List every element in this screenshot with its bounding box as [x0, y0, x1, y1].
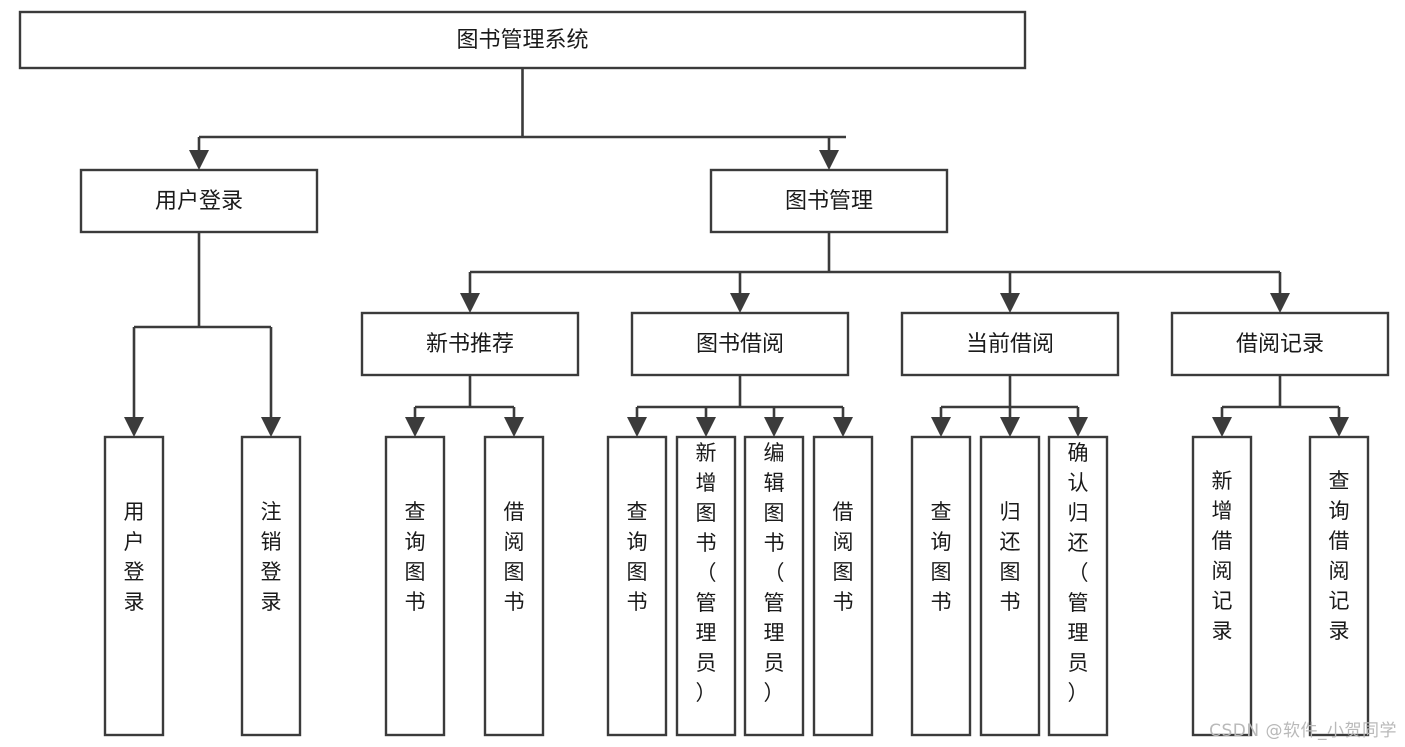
- node-user-login-box[interactable]: [79, 168, 319, 234]
- node-leaf-edit-book[interactable]: 编辑图书（管理员）: [743, 435, 805, 737]
- node-leaf-borrow-book-2-label: 借阅图书: [833, 500, 854, 614]
- arrowhead-leaf-user-login: [124, 417, 144, 437]
- arrowhead-leaf-user-logout: [261, 417, 281, 437]
- node-leaf-add-book-label: 新增图书（管理员）: [696, 441, 717, 705]
- node-user-login-label: 用户登录: [155, 189, 243, 214]
- arrowhead-borrow-record: [1270, 293, 1290, 313]
- node-leaf-query-book-2-box[interactable]: [606, 435, 668, 737]
- node-leaf-query-book-2-label: 查询图书: [627, 500, 648, 614]
- connector-layer: [124, 68, 1349, 437]
- node-book-borrow-box[interactable]: [630, 311, 850, 377]
- node-leaf-add-record-box[interactable]: [1191, 435, 1253, 737]
- node-leaf-edit-book-box[interactable]: [743, 435, 805, 737]
- node-leaf-user-logout[interactable]: 注销登录: [240, 435, 302, 737]
- node-leaf-borrow-book-2[interactable]: 借阅图书: [812, 435, 874, 737]
- node-book-borrow[interactable]: 图书借阅: [630, 311, 850, 377]
- node-current-borrow[interactable]: 当前借阅: [900, 311, 1120, 377]
- arrowhead-leaf-query-book-2: [627, 417, 647, 437]
- node-leaf-user-login[interactable]: 用户登录: [103, 435, 165, 737]
- node-leaf-query-record-label: 查询借阅记录: [1329, 469, 1350, 643]
- arrowhead-leaf-return-book: [1000, 417, 1020, 437]
- node-leaf-user-login-box[interactable]: [103, 435, 165, 737]
- node-current-borrow-box[interactable]: [900, 311, 1120, 377]
- arrowhead-leaf-add-record: [1212, 417, 1232, 437]
- arrowhead-leaf-add-book: [696, 417, 716, 437]
- node-borrow-record-box[interactable]: [1170, 311, 1390, 377]
- node-leaf-query-book-1-box[interactable]: [384, 435, 446, 737]
- node-leaf-user-login-label: 用户登录: [124, 500, 145, 614]
- arrowhead-leaf-confirm-return: [1068, 417, 1088, 437]
- node-leaf-return-book-label: 归还图书: [1000, 500, 1021, 614]
- arrowhead-new-book-recommend: [460, 293, 480, 313]
- arrowhead-leaf-edit-book: [764, 417, 784, 437]
- node-leaf-borrow-book-2-box[interactable]: [812, 435, 874, 737]
- node-borrow-record[interactable]: 借阅记录: [1170, 311, 1390, 377]
- node-leaf-borrow-book-1[interactable]: 借阅图书: [483, 435, 545, 737]
- node-leaf-add-book[interactable]: 新增图书（管理员）: [675, 435, 737, 737]
- arrowhead-leaf-borrow-book-2: [833, 417, 853, 437]
- arrowhead-user-login: [189, 150, 209, 170]
- node-leaf-borrow-book-1-label: 借阅图书: [504, 500, 525, 614]
- node-leaf-return-book-box[interactable]: [979, 435, 1041, 737]
- arrowhead-leaf-borrow-book-1: [504, 417, 524, 437]
- node-leaf-add-book-box[interactable]: [675, 435, 737, 737]
- arrowhead-leaf-query-book-1: [405, 417, 425, 437]
- arrowhead-book-borrow: [730, 293, 750, 313]
- node-leaf-query-record[interactable]: 查询借阅记录: [1308, 435, 1370, 737]
- node-leaf-add-record-label: 新增借阅记录: [1212, 469, 1233, 643]
- arrowhead-current-borrow: [1000, 293, 1020, 313]
- arrowhead-leaf-query-record: [1329, 417, 1349, 437]
- node-leaf-confirm-return-box[interactable]: [1047, 435, 1109, 737]
- node-book-manage[interactable]: 图书管理: [709, 168, 949, 234]
- node-leaf-query-book-1-label: 查询图书: [405, 500, 426, 614]
- node-leaf-add-record[interactable]: 新增借阅记录: [1191, 435, 1253, 737]
- node-new-book-recommend-label: 新书推荐: [426, 332, 514, 357]
- node-leaf-query-book-3[interactable]: 查询图书: [910, 435, 972, 737]
- node-leaf-return-book[interactable]: 归还图书: [979, 435, 1041, 737]
- node-leaf-user-logout-box[interactable]: [240, 435, 302, 737]
- node-leaf-confirm-return[interactable]: 确认归还（管理员）: [1047, 435, 1109, 737]
- node-current-borrow-label: 当前借阅: [966, 332, 1054, 357]
- node-leaf-query-record-box[interactable]: [1308, 435, 1370, 737]
- node-root-label: 图书管理系统: [456, 28, 588, 53]
- node-book-manage-label: 图书管理: [785, 189, 873, 214]
- node-new-book-recommend[interactable]: 新书推荐: [360, 311, 580, 377]
- node-borrow-record-label: 借阅记录: [1236, 332, 1324, 357]
- node-leaf-query-book-3-label: 查询图书: [931, 500, 952, 614]
- node-leaf-borrow-book-1-box[interactable]: [483, 435, 545, 737]
- arrowhead-book-manage: [819, 150, 839, 170]
- node-leaf-query-book-1[interactable]: 查询图书: [384, 435, 446, 737]
- leaf-layer: 用户登录 注销登录 查询图书 借阅图书 查询图书 新: [103, 435, 1370, 737]
- node-book-manage-box[interactable]: [709, 168, 949, 234]
- node-root-box[interactable]: [18, 10, 1027, 70]
- node-root[interactable]: 图书管理系统: [18, 10, 1027, 70]
- node-book-borrow-label: 图书借阅: [696, 332, 784, 357]
- node-leaf-query-book-2[interactable]: 查询图书: [606, 435, 668, 737]
- node-new-book-recommend-box[interactable]: [360, 311, 580, 377]
- node-leaf-confirm-return-label: 确认归还（管理员）: [1068, 441, 1089, 705]
- node-user-login[interactable]: 用户登录: [79, 168, 319, 234]
- arrowhead-leaf-query-book-3: [931, 417, 951, 437]
- node-leaf-edit-book-label: 编辑图书（管理员）: [764, 441, 785, 705]
- node-leaf-user-logout-label: 注销登录: [261, 500, 282, 614]
- node-leaf-query-book-3-box[interactable]: [910, 435, 972, 737]
